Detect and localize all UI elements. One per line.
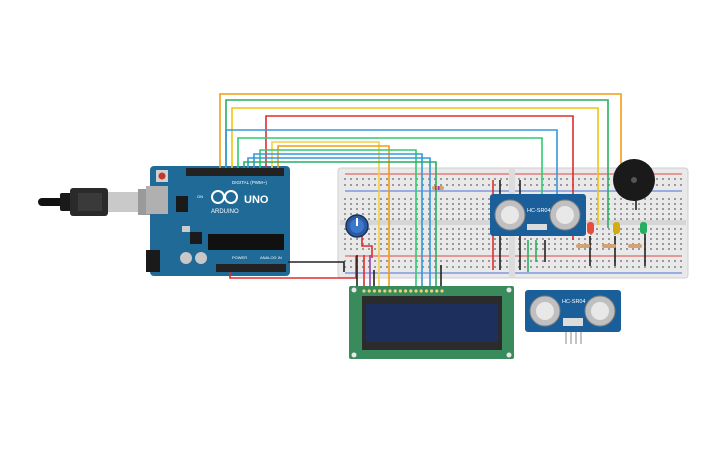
board-brand: UNO [244, 194, 269, 206]
led-green-icon [640, 222, 647, 234]
power-analog-header [216, 264, 286, 272]
buzzer-icon [613, 159, 655, 201]
ultrasonic-sensor-top: HC-SR04 [490, 194, 586, 236]
wire-yellow-lcd [271, 141, 380, 290]
wire-red-5v [229, 256, 357, 279]
ultrasonic-sensor-bottom: HC-SR04 [525, 290, 621, 344]
potentiometer-icon[interactable] [345, 214, 369, 238]
arduino-logo: ARDUINO [211, 190, 239, 215]
arduino-uno-board: ARDUINO UNO DIGITAL (PWM~) ON POWER ANAL… [146, 166, 290, 276]
power-jack [146, 250, 160, 272]
wire-blue-lcd-2 [247, 157, 431, 290]
led-red-icon [587, 222, 594, 234]
lcd-display [349, 286, 514, 359]
resistor-icon [432, 186, 444, 190]
wire-blue-lcd [253, 153, 423, 290]
usb-port [146, 186, 168, 214]
wire-red-top [265, 115, 574, 240]
wire-green-lcd [259, 149, 417, 290]
wire-orange [219, 93, 622, 175]
digital-label: DIGITAL (PWM~) [232, 180, 267, 185]
microcontroller-chip [208, 234, 284, 250]
on-label: ON [197, 194, 203, 199]
wire-black-gnd [288, 261, 345, 272]
wires [219, 93, 646, 290]
led-yellow-icon [613, 222, 620, 234]
logo-text: ARDUINO [211, 209, 239, 215]
led-resistors [576, 244, 642, 248]
sensor-label: HC-SR04 [527, 208, 551, 214]
usb-cable [38, 188, 158, 216]
wire-orange-lcd [277, 145, 390, 290]
digital-header [186, 168, 284, 176]
sensor-label: HC-SR04 [562, 299, 586, 305]
analog-label: ANALOG IN [260, 255, 282, 260]
wire-yellow-top [231, 107, 599, 225]
power-label: POWER [232, 255, 247, 260]
wire-green-mid [237, 137, 543, 205]
wire-blue-top [225, 129, 558, 215]
wire-green-lcd-2 [243, 161, 437, 290]
